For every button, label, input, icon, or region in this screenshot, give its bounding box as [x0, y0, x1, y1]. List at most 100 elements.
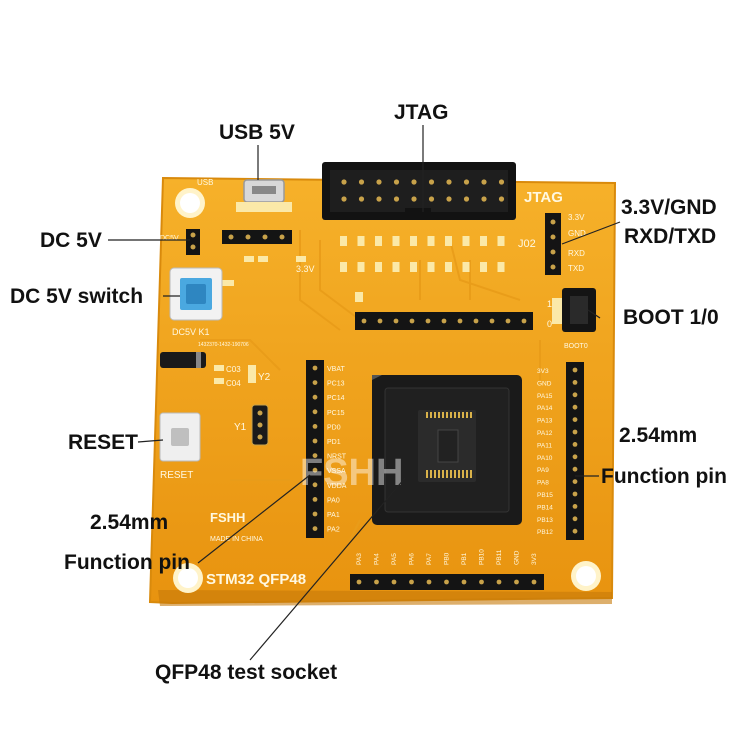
- callout-function-pin-right: Function pin: [601, 465, 727, 488]
- callout-rxd-txd: RXD/TXD: [624, 225, 717, 248]
- header-pin: [312, 380, 318, 385]
- leader-socket: [249, 477, 406, 661]
- jtag-pin: [446, 196, 452, 202]
- top-inner-header: [355, 312, 533, 330]
- callout-dc-5v-switch: DC 5V switch: [10, 285, 144, 308]
- header-pin: [312, 424, 318, 429]
- silk-brand: FSHH: [210, 510, 245, 525]
- jtag-pin: [498, 179, 505, 185]
- header-pin: [312, 365, 318, 371]
- leader-boot: [587, 309, 601, 319]
- silk-c04: C04: [226, 379, 241, 388]
- silk-33v-b: 3.3V: [296, 264, 315, 274]
- header-pin: [572, 479, 578, 484]
- mounting-hole-top-left: [175, 188, 205, 218]
- right-pin-label: PB15: [537, 492, 553, 499]
- left-pin-label: PC13: [327, 381, 345, 388]
- jtag-pad: [340, 236, 347, 246]
- jtag-pin: [358, 196, 365, 202]
- serial-header: [545, 213, 561, 275]
- header-pin: [572, 466, 578, 472]
- leader-33v-gnd: [561, 221, 621, 245]
- header-pin: [572, 504, 578, 509]
- header-pin: [514, 579, 519, 585]
- silk-boot-1: 1: [547, 299, 552, 309]
- callout-33v-gnd: 3.3V/GND: [621, 196, 717, 219]
- socket-contact: [454, 412, 456, 418]
- silkscreen-labels: USB JTAG J02 3.3V GND RXD TXD 3.3V 1 0 B…: [160, 178, 588, 588]
- header-pin: [312, 394, 318, 400]
- dc5v-header: [186, 229, 200, 255]
- header-pin: [505, 318, 511, 324]
- usb-header-4pin: [222, 230, 292, 244]
- bottom-pin-label: PB0: [444, 552, 451, 565]
- header-pin: [473, 318, 479, 324]
- silk-dc5v: DC5V: [160, 235, 179, 242]
- socket-contacts: [426, 412, 472, 478]
- dc5v-switch: [169, 267, 223, 321]
- bottom-pin-label: 3V3: [531, 553, 538, 565]
- silk-boot-label: BOOT0: [564, 343, 588, 350]
- header-pin: [572, 454, 578, 460]
- jtag-pin: [446, 179, 452, 185]
- silk-made-in: MADE IN CHINA: [210, 536, 263, 543]
- callout-pitch-right: 2.54mm: [619, 424, 698, 447]
- reset-button: [159, 412, 201, 462]
- silk-board-name: STM32 QFP48: [206, 571, 306, 588]
- header-pin: [425, 318, 431, 324]
- socket-contact: [462, 412, 464, 418]
- mounting-hole-bottom-left: [173, 563, 203, 593]
- socket-contact: [430, 470, 432, 478]
- right-pin-label: PA12: [537, 430, 553, 437]
- socket-contact: [466, 470, 468, 478]
- jtag-pad: [497, 262, 505, 272]
- jtag-pin: [463, 179, 470, 185]
- jtag-pin: [411, 196, 417, 202]
- left-pin-label: VBAT: [327, 366, 345, 373]
- smd-components: [214, 256, 363, 384]
- silk-boot-0: 0: [547, 319, 552, 329]
- header-pin: [409, 579, 414, 585]
- left-pin-labels: VBATPC13PC14PC15PD0PD1NRSTVSSAVDDAPA0PA1…: [327, 366, 347, 534]
- jtag-pad: [445, 236, 452, 246]
- header-pin: [521, 318, 527, 324]
- left-pin-label: VSSA: [327, 468, 346, 475]
- header-pin: [312, 511, 318, 517]
- header-pin: [457, 318, 463, 324]
- silk-rxd: RXD: [568, 249, 585, 258]
- bottom-pin-label: PA7: [426, 553, 433, 565]
- left-pin-label: PD1: [327, 439, 341, 446]
- socket-contact: [438, 412, 440, 418]
- header-pin: [441, 318, 447, 324]
- bottom-pin-label: GND: [514, 550, 521, 565]
- bottom-pin-label: PB11: [496, 549, 503, 565]
- silk-usb: USB: [197, 178, 213, 187]
- header-pin: [312, 453, 318, 458]
- jtag-pin: [481, 179, 487, 185]
- jtag-connector: [322, 162, 516, 220]
- jtag-pad: [497, 236, 505, 246]
- jtag-pad: [392, 236, 400, 246]
- right-pin-label: PA10: [537, 455, 553, 462]
- header-pin: [572, 404, 578, 410]
- socket-contact: [446, 470, 448, 478]
- jtag-pad: [340, 262, 347, 272]
- jtag-solder-pads: [340, 236, 505, 272]
- left-pin-label: PC14: [327, 395, 345, 402]
- jtag-pins: [341, 179, 505, 202]
- silk-y1: Y1: [234, 422, 247, 433]
- jtag-pad: [357, 262, 365, 272]
- jtag-pad: [445, 262, 452, 272]
- socket-contact: [426, 470, 428, 478]
- socket-contact: [470, 412, 472, 418]
- header-pin: [377, 318, 383, 324]
- callout-pitch-left: 2.54mm: [90, 511, 169, 534]
- jtag-pad: [392, 262, 400, 272]
- leader-function-left: [197, 474, 311, 564]
- bottom-pin-label: PB1: [461, 552, 468, 565]
- right-function-header: [566, 362, 584, 540]
- right-pin-label: 3V3: [537, 368, 549, 375]
